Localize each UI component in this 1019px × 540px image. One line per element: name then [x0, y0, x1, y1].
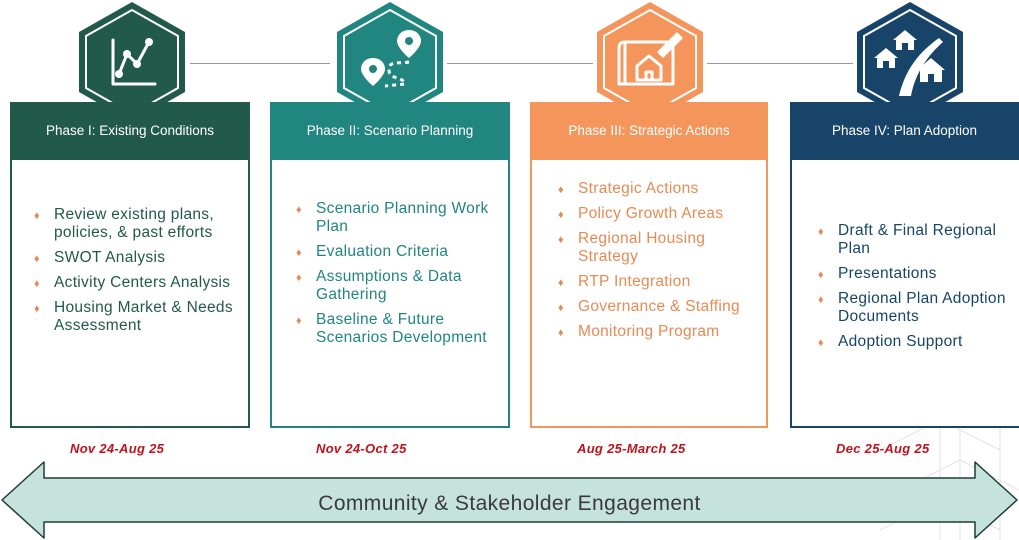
phase-2-header: Phase II: Scenario Planning: [270, 102, 510, 160]
phase-1-box: ♦Review existing plans, policies, & past…: [10, 160, 250, 428]
list-item: ♦SWOT Analysis: [34, 249, 166, 266]
diamond-bullet-icon: ♦: [818, 269, 824, 281]
diamond-bullet-icon: ♦: [558, 209, 564, 221]
phase-3-hexagon: [593, 0, 707, 124]
diamond-bullet-icon: ♦: [34, 210, 40, 222]
phase-1-dates: Nov 24-Aug 25: [70, 441, 165, 456]
connector-line: [447, 63, 593, 64]
list-item: ♦Evaluation Criteria: [296, 243, 449, 260]
diamond-bullet-icon: ♦: [558, 302, 564, 314]
diamond-bullet-icon: ♦: [558, 277, 564, 289]
diamond-bullet-icon: ♦: [34, 303, 40, 315]
list-item: ♦RTP Integration: [558, 273, 691, 290]
phase-4-items: ♦Draft & Final Regional Plan ♦Presentati…: [818, 222, 1011, 351]
diamond-bullet-icon: ♦: [296, 272, 302, 284]
list-item: ♦Assumptions & Data Gathering: [296, 268, 462, 303]
phase-4-dates: Dec 25-Aug 25: [836, 441, 930, 456]
phase-4-header: Phase IV: Plan Adoption: [790, 102, 1019, 160]
list-item: ♦Scenario Planning Work Plan: [296, 200, 489, 235]
engagement-double-arrow: [1, 461, 1018, 539]
list-item: ♦Draft & Final Regional Plan: [818, 222, 997, 257]
blueprint-house-icon: [617, 32, 683, 86]
list-item: ♦Regional Plan Adoption Documents: [818, 290, 1006, 325]
diamond-bullet-icon: ♦: [296, 247, 302, 259]
list-item: ♦Policy Growth Areas: [558, 205, 724, 222]
list-item: ♦Strategic Actions: [558, 180, 699, 197]
line-chart-icon: [111, 38, 157, 86]
list-item: ♦Activity Centers Analysis: [34, 274, 231, 291]
list-item: ♦Monitoring Program: [558, 323, 720, 340]
list-item: ♦Presentations: [818, 265, 937, 282]
phase-2-items: ♦Scenario Planning Work Plan ♦Evaluation…: [296, 200, 496, 347]
diamond-bullet-icon: ♦: [558, 234, 564, 246]
phase-3-dates: Aug 25-March 25: [577, 441, 686, 456]
list-item: ♦Governance & Staffing: [558, 298, 740, 315]
diamond-bullet-icon: ♦: [296, 204, 302, 216]
diamond-bullet-icon: ♦: [818, 294, 824, 306]
connector-line: [707, 63, 853, 64]
phase-1-items: ♦Review existing plans, policies, & past…: [34, 206, 238, 335]
list-item: ♦Adoption Support: [818, 333, 963, 350]
diamond-bullet-icon: ♦: [558, 184, 564, 196]
diamond-bullet-icon: ♦: [818, 226, 824, 238]
phase-1-header: Phase I: Existing Conditions: [10, 102, 250, 160]
phase-3-header: Phase III: Strategic Actions: [530, 102, 768, 160]
connector-line: [190, 63, 330, 64]
diamond-bullet-icon: ♦: [558, 327, 564, 339]
phase-4-hexagon: [853, 0, 967, 124]
list-item: ♦Housing Market & Needs Assessment: [34, 299, 233, 334]
phase-4-box: ♦Draft & Final Regional Plan ♦Presentati…: [790, 160, 1019, 428]
diamond-bullet-icon: ♦: [296, 315, 302, 327]
diamond-bullet-icon: ♦: [34, 278, 40, 290]
phase-2-hexagon: [333, 0, 447, 124]
phase-3-items: ♦Strategic Actions ♦Policy Growth Areas …: [558, 180, 756, 341]
list-item: ♦Baseline & Future Scenarios Development: [296, 311, 487, 346]
phase-2-box: ♦Scenario Planning Work Plan ♦Evaluation…: [270, 160, 510, 428]
diamond-bullet-icon: ♦: [818, 337, 824, 349]
phase-3-box: ♦Strategic Actions ♦Policy Growth Areas …: [530, 160, 768, 428]
engagement-label: Community & Stakeholder Engagement: [318, 492, 701, 515]
houses-road-icon: [874, 30, 945, 96]
list-item: ♦Review existing plans, policies, & past…: [34, 206, 214, 241]
diamond-bullet-icon: ♦: [34, 253, 40, 265]
route-pin-icon: [361, 30, 421, 88]
list-item: ♦Regional Housing Strategy: [558, 230, 706, 265]
phase-2-dates: Nov 24-Oct 25: [316, 441, 407, 456]
